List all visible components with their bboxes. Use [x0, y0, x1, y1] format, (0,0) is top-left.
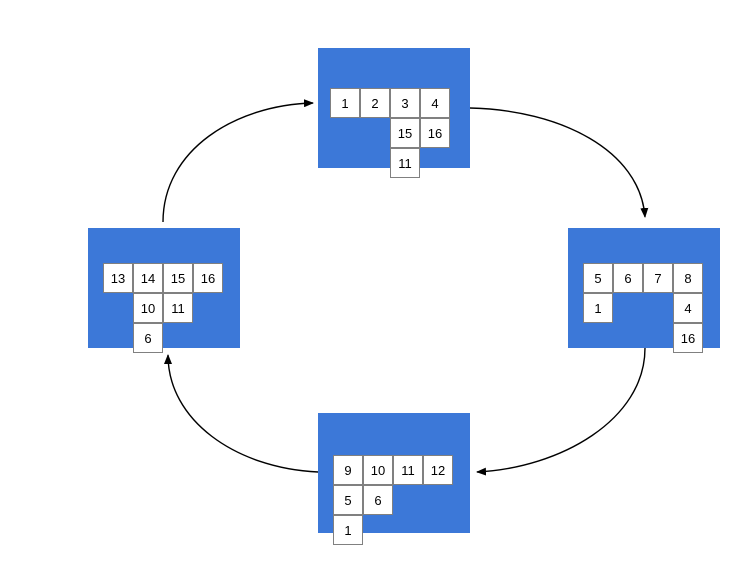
top-state-cell: 11: [390, 148, 420, 178]
bottom-state-cell: 6: [363, 485, 393, 515]
bottom-state-cell: 1: [333, 515, 363, 545]
right-state-cell: 16: [673, 323, 703, 353]
top-state-cell: 15: [390, 118, 420, 148]
arrow-right-to-bottom: [476, 347, 646, 476]
top-state-cell: 16: [420, 118, 450, 148]
left-state-cell: 6: [133, 323, 163, 353]
arrow-left-to-top: [162, 99, 314, 223]
right-state-cell: 1: [583, 293, 613, 323]
bottom-state-cell: 9: [333, 455, 363, 485]
right-state-cell: 8: [673, 263, 703, 293]
bottom-state-cell: 5: [333, 485, 363, 515]
right-state-cell: 4: [673, 293, 703, 323]
left-state-cell: 16: [193, 263, 223, 293]
left-state-cell: 10: [133, 293, 163, 323]
left-state-cell: 14: [133, 263, 163, 293]
arrow-top-to-right: [469, 107, 649, 218]
left-state-cell: 13: [103, 263, 133, 293]
bottom-state-cell: 11: [393, 455, 423, 485]
bottom-state-cell: 10: [363, 455, 393, 485]
top-state-cell: 1: [330, 88, 360, 118]
right-state-cell: 5: [583, 263, 613, 293]
top-state-cell: 2: [360, 88, 390, 118]
right-state-cell: 6: [613, 263, 643, 293]
bottom-state-cell: 12: [423, 455, 453, 485]
arrow-bottom-to-left: [164, 354, 319, 473]
top-state-cell: 3: [390, 88, 420, 118]
top-state-cell: 4: [420, 88, 450, 118]
left-state-cell: 15: [163, 263, 193, 293]
left-state-cell: 11: [163, 293, 193, 323]
right-state-cell: 7: [643, 263, 673, 293]
